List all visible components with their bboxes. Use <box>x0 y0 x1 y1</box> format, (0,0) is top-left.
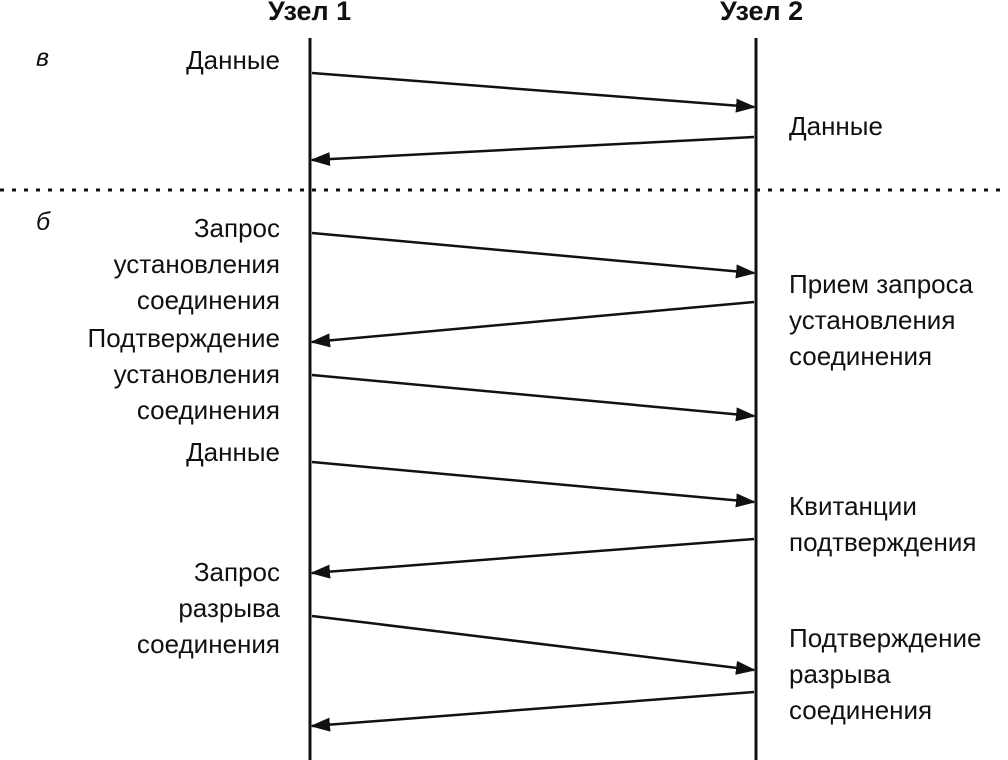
node1-title: Узел 1 <box>268 0 352 26</box>
left-label-b-data: Данные <box>186 437 280 467</box>
right-label-a-data: Данные <box>789 111 883 141</box>
arrow-b-disconnect <box>311 614 756 675</box>
arrow-b-confirm <box>311 373 756 422</box>
arrow-b-data <box>311 460 756 508</box>
arrow-b-disconnect-confirm <box>310 690 755 732</box>
section-label-a: в <box>36 44 50 72</box>
arrow-a-data-back <box>310 135 755 167</box>
left-label-connect-request: Запрос установления соединения <box>113 213 280 315</box>
left-label-connect-confirm: Подтверждение установления соединения <box>87 323 280 425</box>
arrow-b-request <box>311 231 756 279</box>
section-label-b: б <box>36 208 51 236</box>
left-label-a-data: Данные <box>186 45 280 75</box>
arrow-b-accept <box>310 300 755 348</box>
left-label-disconnect-request: Запрос разрыва соединения <box>136 557 280 659</box>
right-label-disconnect-confirm: Подтверждение разрыва соединения <box>789 623 982 725</box>
right-label-accept-request: Прием запроса установления соединения <box>789 269 974 371</box>
right-label-receipts: Квитанции подтверждения <box>789 491 977 557</box>
arrow-b-receipts <box>310 537 755 579</box>
node2-title: Узел 2 <box>720 0 804 26</box>
arrow-a-data-forward <box>311 71 756 113</box>
